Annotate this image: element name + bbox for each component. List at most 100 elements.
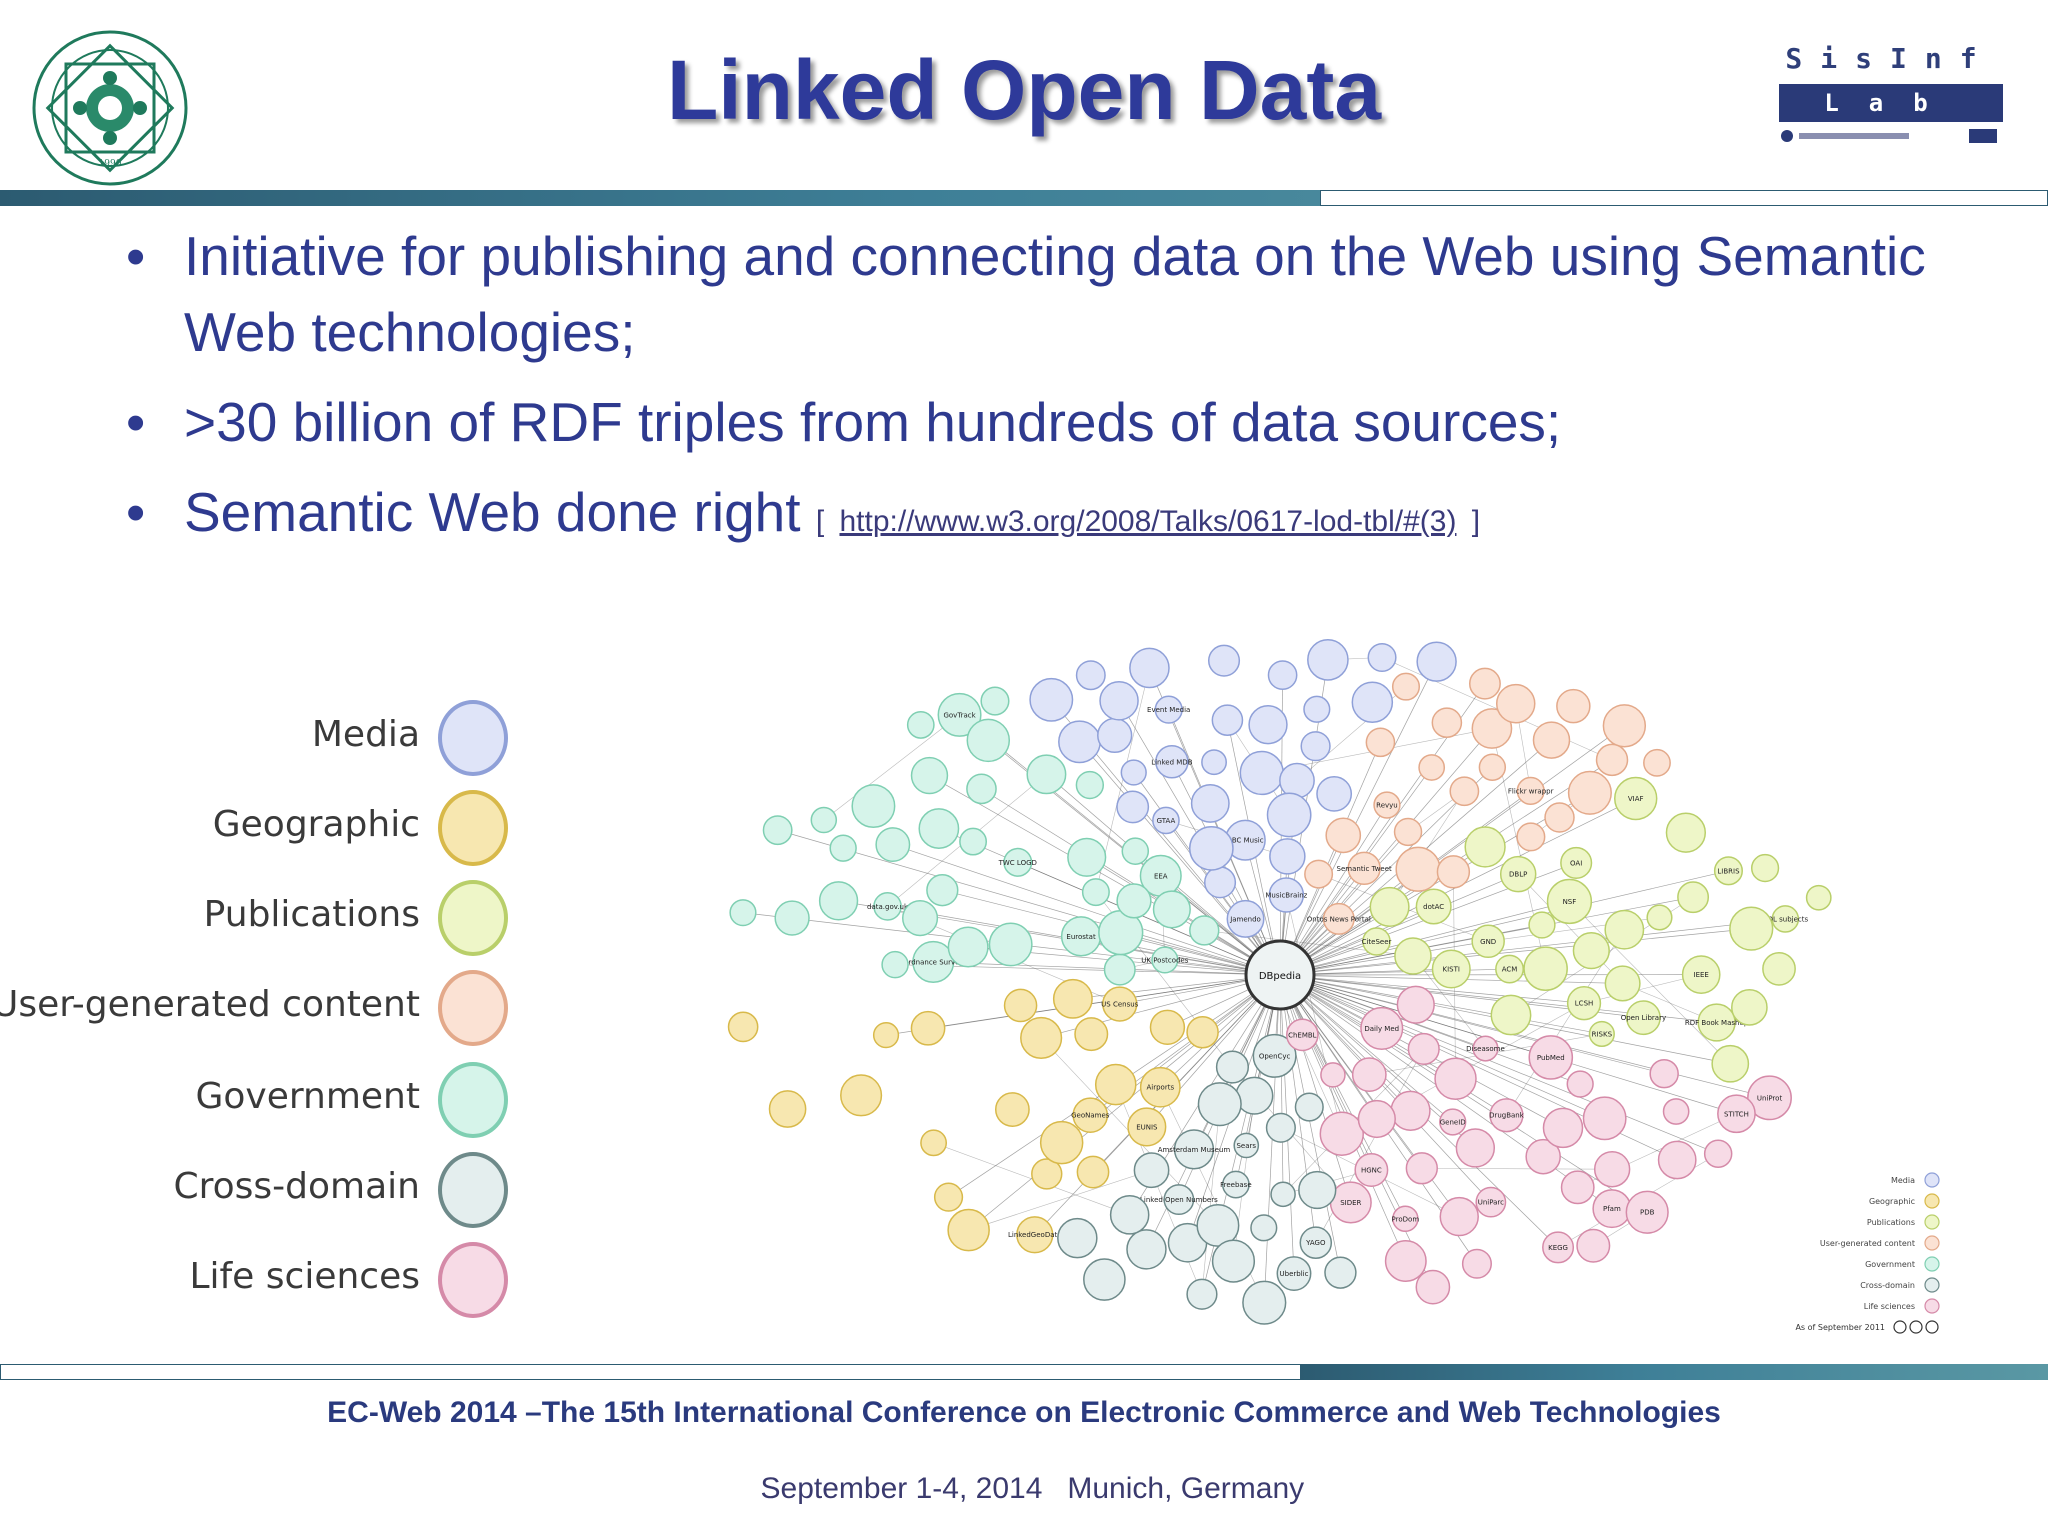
legend-label: Government — [195, 1076, 420, 1117]
lod-dataset-node — [1556, 688, 1591, 724]
politecnico-di-bari-logo: 1990 — [30, 28, 190, 188]
mini-legend-swatch — [1924, 1256, 1940, 1272]
lod-dataset-node — [1604, 909, 1645, 950]
lod-node-label: OpenCyc — [1259, 1052, 1291, 1060]
lod-dataset-node — [829, 834, 857, 862]
lod-node-circle — [1369, 886, 1410, 927]
cc-license-icon — [1925, 1320, 1939, 1334]
lod-dataset-node — [1316, 775, 1353, 812]
lod-node-circle — [1523, 946, 1568, 991]
legend-label: User-generated content — [0, 984, 420, 1025]
bullet-text: Semantic Web done right — [184, 481, 801, 543]
lod-dataset-node — [1396, 985, 1435, 1024]
lod-node-circle — [1116, 790, 1150, 824]
lod-node-label: LCSH — [1575, 1000, 1594, 1008]
lod-node-circle — [1625, 1190, 1669, 1234]
lod-dataset-node — [1750, 853, 1780, 883]
lod-node-circle — [762, 815, 793, 846]
lod-node-circle — [1431, 949, 1471, 989]
lod-dataset-node — [1525, 1138, 1561, 1175]
lod-dataset-node — [1665, 812, 1707, 853]
lod-dataset-node — [1532, 721, 1571, 759]
lod-node-circle — [1076, 1155, 1110, 1189]
lod-node-circle — [1360, 1006, 1404, 1050]
lod-dataset-node: US Census — [1101, 986, 1139, 1022]
politecnico-di-bari-seal-icon: 1990 — [32, 30, 188, 186]
lod-node-circle — [1357, 1099, 1396, 1139]
lod-node-circle — [881, 950, 909, 979]
lod-dataset-node — [906, 711, 935, 739]
lod-dataset-node — [1211, 1239, 1256, 1283]
cc-license-icon — [1909, 1320, 1923, 1334]
lod-node-label: Ordnance Survey — [903, 958, 964, 966]
lod-dataset-node: YAGO — [1299, 1226, 1333, 1259]
lod-node-circle — [1307, 639, 1349, 681]
lod-node-circle — [1604, 965, 1641, 1002]
lod-node-circle — [1116, 883, 1152, 919]
lod-node-label: IEEE — [1694, 971, 1709, 979]
reference-link[interactable]: http://www.w3.org/2008/Talks/0617-lod-tb… — [839, 505, 1457, 538]
lod-dataset-node — [1602, 704, 1647, 748]
lod-node-circle — [1582, 1096, 1627, 1141]
lod-node-label: Daily Med — [1364, 1025, 1399, 1033]
lod-dataset-node: Flickr wrappr — [1508, 776, 1554, 805]
mini-legend-label: Cross-domain — [1860, 1281, 1915, 1290]
lod-node-label: Uberblic — [1280, 1270, 1309, 1278]
lod-dataset-node — [1805, 884, 1832, 911]
lod-dataset-node — [1029, 677, 1074, 722]
lod-node-circle — [1233, 1132, 1260, 1159]
lod-dataset-node: DBLP — [1499, 855, 1537, 893]
lod-node-circle — [1384, 1240, 1427, 1283]
lod-dataset-node — [1643, 748, 1671, 777]
lod-node-circle — [1681, 955, 1721, 994]
lod-link — [1092, 974, 1281, 1173]
lod-node-circle — [1516, 776, 1545, 805]
lod-node-circle — [1391, 672, 1421, 701]
lod-node-circle — [1416, 641, 1457, 682]
lod-node-label: KISTI — [1443, 965, 1460, 973]
lod-node-circle — [1542, 1231, 1575, 1264]
lod-node-circle — [1316, 775, 1353, 812]
mini-legend-label: User-generated content — [1820, 1239, 1915, 1248]
lod-node-circle — [1677, 881, 1710, 914]
lod-dataset-node — [1434, 1057, 1477, 1101]
lod-node-label: GovTrack — [943, 711, 976, 719]
lod-node-label: STITCH — [1724, 1110, 1749, 1118]
lod-node-circle — [1072, 1097, 1109, 1134]
lod-dataset-node — [1097, 717, 1133, 754]
lod-dataset-node — [1365, 727, 1396, 758]
lod-node-circle — [1729, 906, 1774, 951]
lod-node-label: YAGO — [1305, 1239, 1326, 1247]
lod-dataset-node — [1003, 988, 1038, 1023]
lod-dataset-node — [1471, 708, 1513, 749]
lod-node-label: ChEMBL — [1288, 1031, 1317, 1039]
lod-dataset-node — [1405, 1152, 1438, 1185]
sisinf-logo-text: SisInf — [1785, 42, 1995, 75]
lod-dataset-node — [1121, 837, 1150, 865]
lod-link — [1279, 974, 1770, 1099]
lod-node-circle — [1556, 688, 1591, 724]
legend-swatch — [438, 880, 508, 956]
lod-node-circle — [875, 827, 911, 863]
mini-legend-swatch — [1924, 1277, 1940, 1293]
lod-dataset-node — [1731, 988, 1768, 1026]
lod-dataset-node — [1269, 838, 1306, 875]
lod-node-circle — [774, 900, 810, 936]
lod-dataset-node — [959, 827, 988, 856]
lod-dataset-node — [768, 1090, 807, 1128]
legend-label: Geographic — [212, 804, 420, 845]
lod-dataset-node: LIBRIS — [1713, 856, 1743, 886]
lod-node-circle — [1471, 708, 1513, 749]
lod-node-circle — [1265, 1112, 1296, 1143]
lod-dataset-node — [1190, 783, 1230, 823]
lod-dataset-node — [1703, 1139, 1733, 1169]
lod-node-label: Amsterdam Museum — [1158, 1146, 1231, 1154]
lod-link — [1279, 918, 1786, 976]
lod-dataset-node — [1431, 707, 1463, 738]
lod-dataset-node — [918, 808, 960, 849]
lod-dataset-node — [1039, 1120, 1084, 1165]
lod-node-circle — [1415, 888, 1452, 925]
lod-dataset-node: HGNC — [1354, 1153, 1389, 1187]
